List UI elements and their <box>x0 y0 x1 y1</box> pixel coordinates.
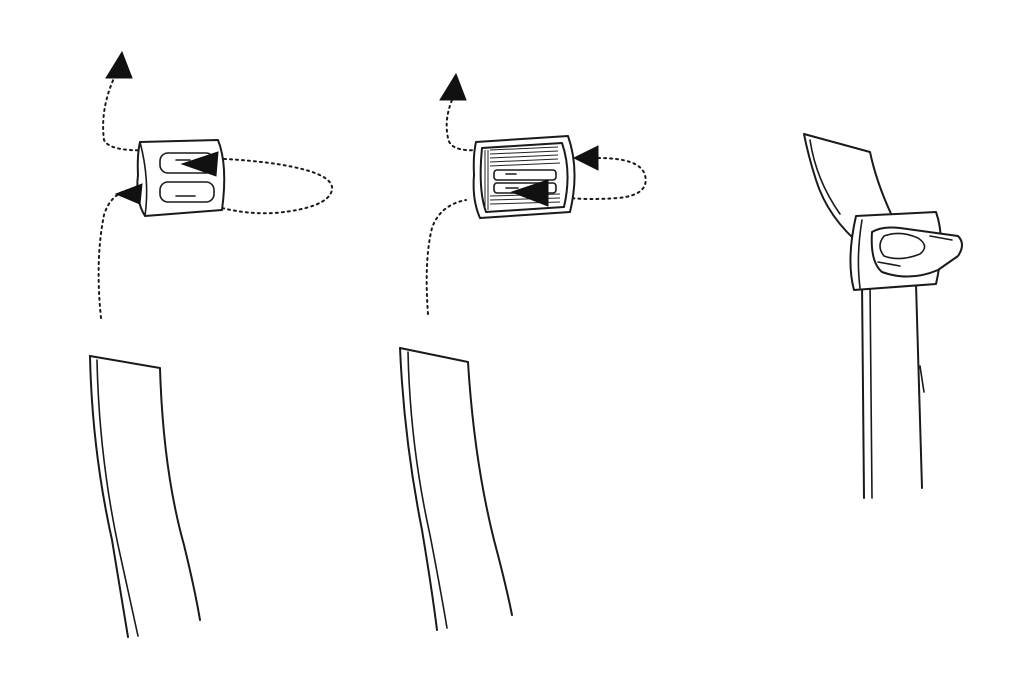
direction-arrow-icon <box>105 50 133 79</box>
direction-arrow-icon <box>439 72 467 101</box>
thread-path-step-2 <box>425 99 647 315</box>
strap-step-2 <box>399 347 513 631</box>
panel-step-3 <box>803 133 963 499</box>
thread-path-step-1 <box>97 77 334 319</box>
direction-arrow-icon <box>114 183 143 205</box>
buckle-step-3 <box>849 211 963 291</box>
panel-step-1 <box>89 50 334 638</box>
strap-step-1 <box>89 355 201 638</box>
panel-step-2 <box>399 72 647 631</box>
strap-bottom-step-3 <box>861 281 925 499</box>
buckle-step-1 <box>136 139 226 217</box>
buckle-step-2 <box>472 135 576 219</box>
direction-arrow-icon <box>180 151 219 177</box>
direction-arrow-icon <box>572 145 599 171</box>
direction-arrow-icon <box>510 179 549 207</box>
